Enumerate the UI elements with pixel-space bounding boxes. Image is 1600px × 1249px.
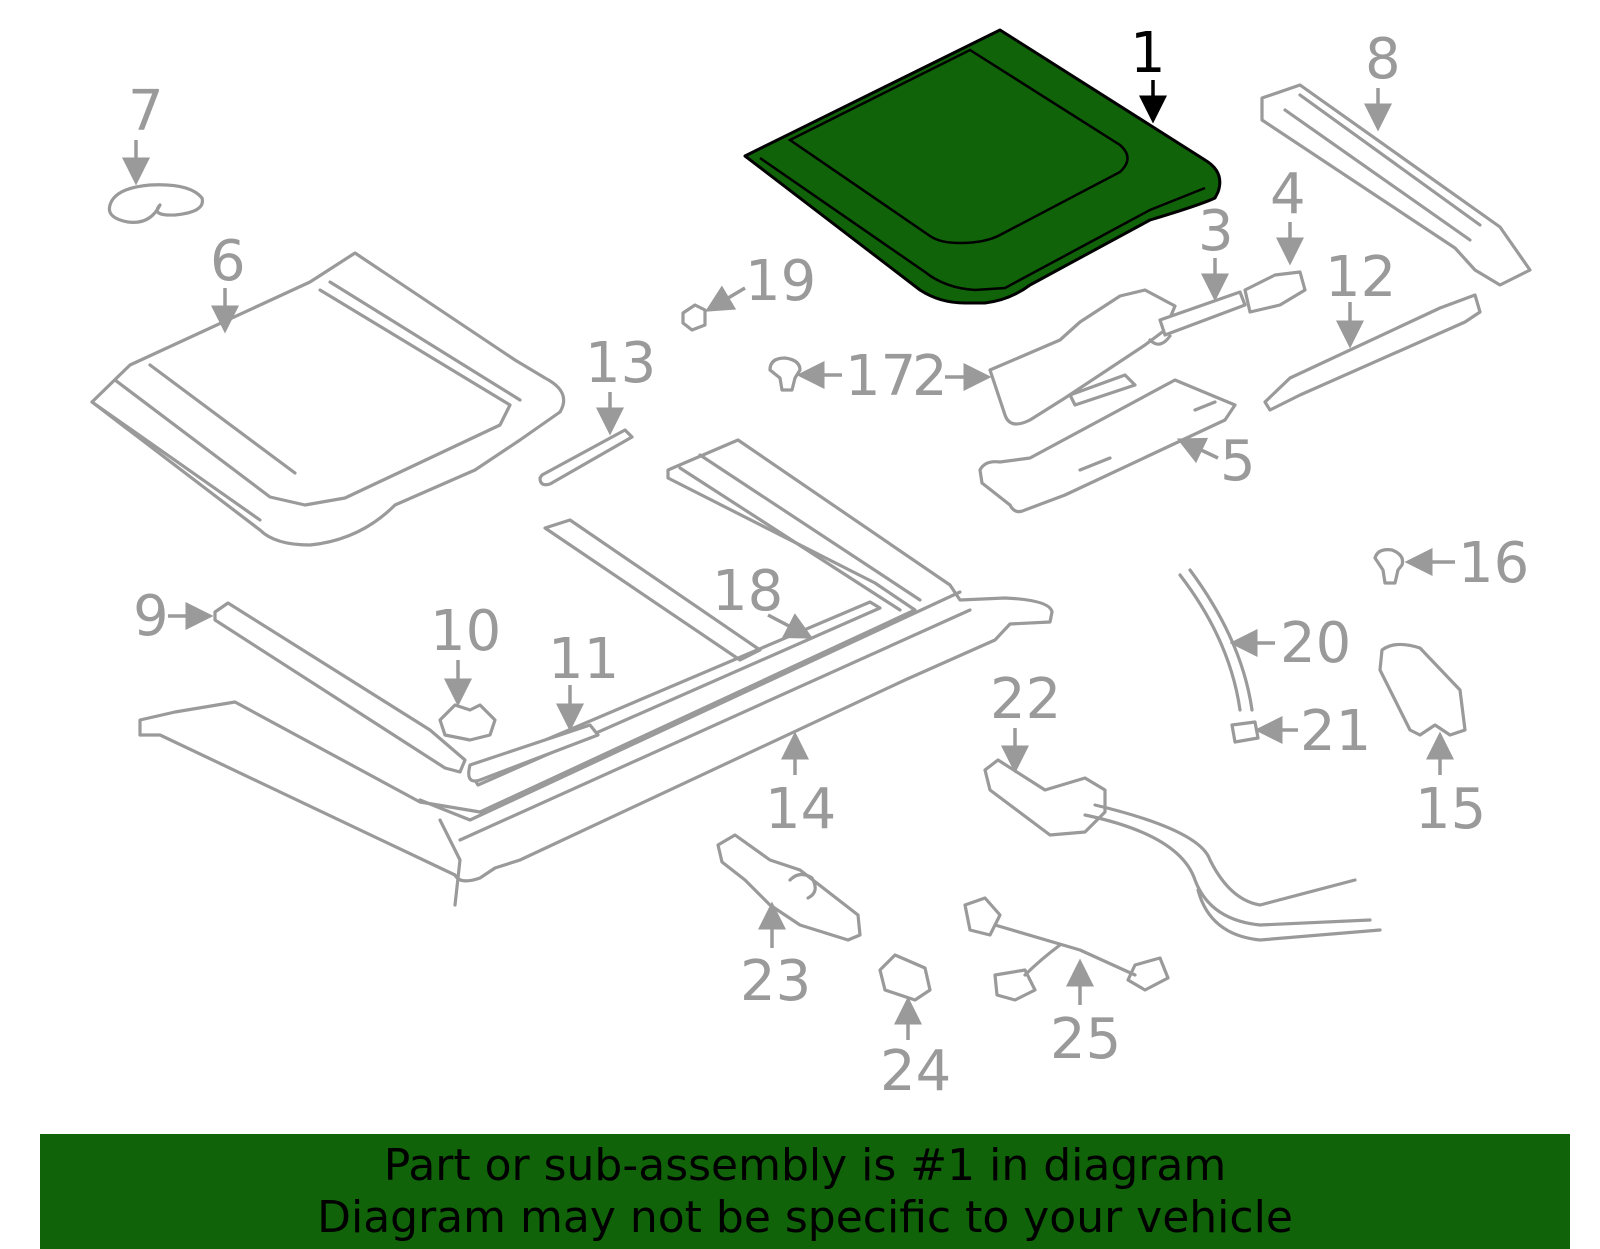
part-22-harness — [983, 758, 1382, 942]
part-10-clip — [438, 703, 497, 742]
callout-label-1: 1 — [1130, 21, 1166, 86]
part-23-motor — [716, 833, 862, 942]
callout-label-25: 25 — [1050, 1007, 1121, 1072]
glass-panel-inner-edge — [787, 48, 1129, 245]
callout-label-4: 4 — [1270, 162, 1306, 227]
callout-label-15: 15 — [1415, 777, 1486, 842]
part-7-shape — [107, 183, 205, 224]
callout-label-3: 3 — [1198, 199, 1234, 264]
callout-label-24: 24 — [880, 1039, 951, 1104]
callout-label-7: 7 — [128, 79, 164, 144]
part-14-frame — [138, 438, 1054, 907]
callout-label-16: 16 — [1458, 531, 1529, 596]
callout-arrow-19 — [704, 285, 746, 312]
callout-label-19: 19 — [745, 249, 816, 314]
banner-line-1: Part or sub-assembly is #1 in diagram — [383, 1139, 1227, 1191]
part-9-deflector — [213, 601, 467, 774]
part-13-pin — [538, 428, 634, 487]
callout-label-21: 21 — [1300, 699, 1371, 764]
part-2-bracket — [988, 288, 1177, 426]
part-25-harness — [963, 896, 1170, 1002]
callout-label-23: 23 — [740, 949, 811, 1014]
part-16-bolt — [1373, 548, 1405, 585]
glass-panel-rim — [759, 156, 1206, 292]
callout-label-11: 11 — [548, 627, 619, 692]
part-21-grommet — [1230, 720, 1260, 744]
part-20-hose — [1178, 568, 1254, 712]
callout-label-22: 22 — [990, 667, 1061, 732]
callout-arrow-5 — [1176, 437, 1219, 464]
callout-label-9: 9 — [133, 584, 169, 649]
part-17-bolt — [768, 356, 802, 392]
callout-label-8: 8 — [1365, 27, 1401, 92]
callout-label-2: 2 — [912, 344, 948, 409]
callout-label-6: 6 — [210, 229, 246, 294]
glass-panel-part-1[interactable] — [743, 28, 1222, 305]
part-6-sunshade — [90, 251, 566, 547]
callout-label-17: 17 — [845, 344, 916, 409]
part-24-relay — [878, 953, 932, 1002]
callout-label-13: 13 — [585, 331, 656, 396]
callout-arrow-18 — [767, 613, 814, 639]
part-19-nut — [681, 303, 707, 332]
part-12-link — [1263, 293, 1482, 412]
info-banner: Part or sub-assembly is #1 in diagram Di… — [40, 1134, 1570, 1249]
callout-label-10: 10 — [430, 599, 501, 664]
part-8-rail — [1260, 83, 1532, 287]
callout-label-12: 12 — [1325, 245, 1396, 310]
part-5-track — [978, 378, 1237, 514]
callout-label-14: 14 — [765, 777, 836, 842]
callout-label-18: 18 — [712, 559, 783, 624]
part-4-guide — [1243, 270, 1307, 314]
callout-label-20: 20 — [1280, 611, 1351, 676]
banner-line-2: Diagram may not be specific to your vehi… — [317, 1191, 1293, 1243]
part-15-bracket — [1378, 642, 1467, 737]
glass-panel-outer — [743, 28, 1222, 305]
callout-label-5: 5 — [1220, 429, 1256, 494]
part-11-seal — [467, 723, 600, 783]
